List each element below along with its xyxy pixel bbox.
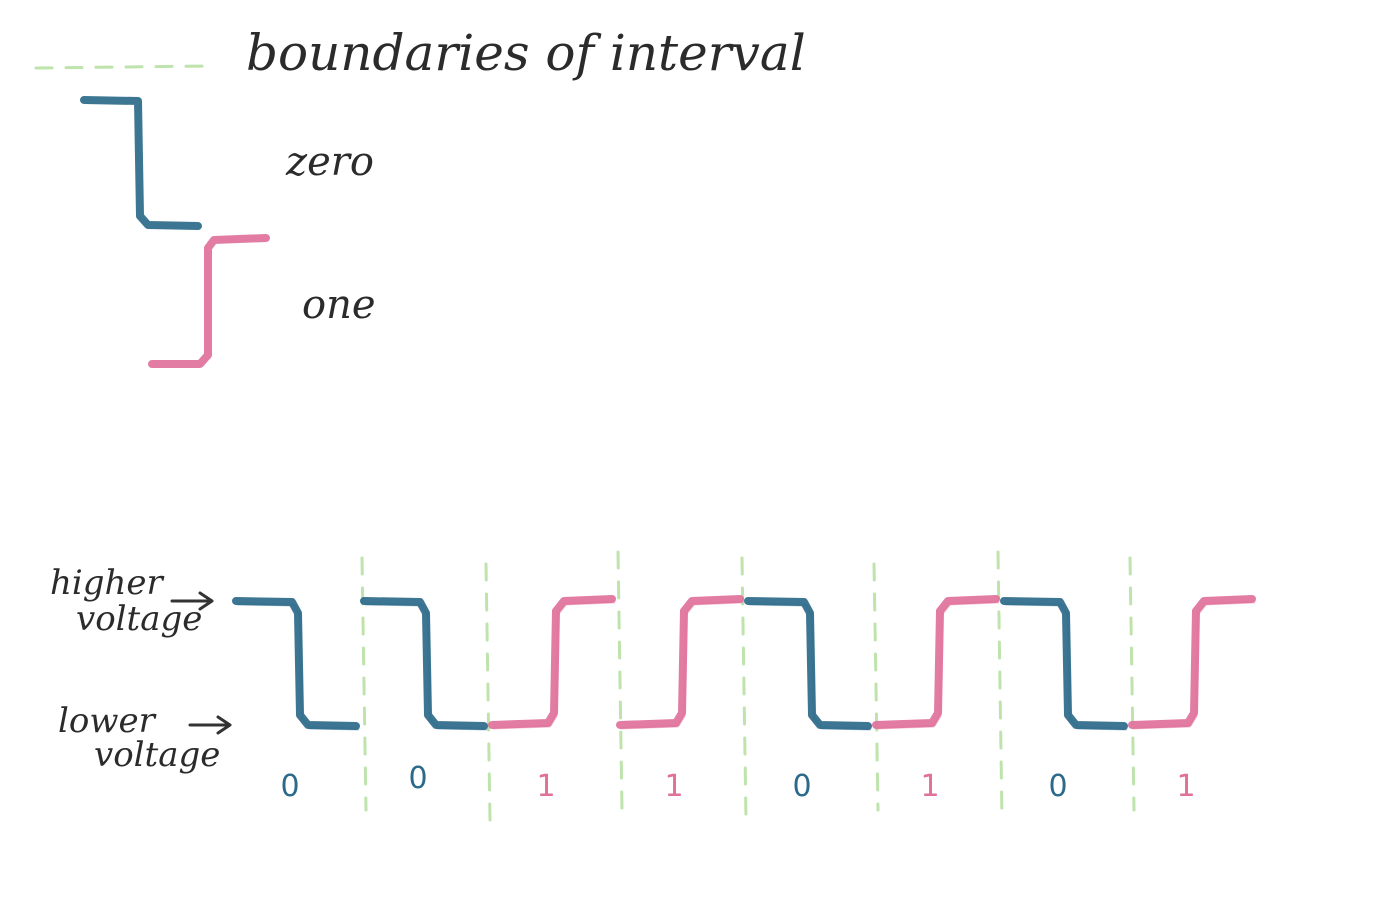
legend-one-label: one <box>302 282 376 328</box>
bit-label: 0 <box>408 761 427 796</box>
interval-boundary-line <box>872 562 880 812</box>
bit-label: 1 <box>1176 769 1195 804</box>
signal-segment-zero <box>232 597 360 730</box>
signal-segment-one <box>1128 595 1256 729</box>
interval-boundary-line <box>996 550 1004 822</box>
lower-voltage-label-line1: lower <box>58 701 157 741</box>
legend-boundary-dash-line <box>34 64 212 70</box>
legend-zero-label: zero <box>285 139 374 185</box>
lower-voltage-arrow <box>188 715 232 735</box>
bit-label: 0 <box>1048 769 1067 804</box>
lower-voltage-label: lower voltage <box>58 701 232 775</box>
bit-label: 1 <box>664 769 683 804</box>
legend-zero: zero <box>80 96 374 230</box>
legend-zero-transition <box>80 96 202 230</box>
lower-voltage-label-line2: voltage <box>94 735 220 775</box>
legend-boundary: boundaries of interval <box>34 24 806 82</box>
higher-voltage-arrow <box>170 591 214 611</box>
interval-boundary-line <box>1128 556 1136 812</box>
signal-segment-zero <box>1000 597 1128 730</box>
bit-label: 1 <box>920 769 939 804</box>
bit-labels: 0 0 1 1 0 1 0 1 <box>280 761 1195 804</box>
interval-boundary-line <box>484 562 492 822</box>
higher-voltage-label-line2: voltage <box>76 599 202 639</box>
bit-label: 0 <box>792 769 811 804</box>
legend-one-transition <box>148 234 270 368</box>
interval-boundary-line <box>616 550 624 812</box>
interval-boundaries <box>360 550 1136 822</box>
bit-label: 1 <box>536 769 555 804</box>
legend-boundary-label: boundaries of interval <box>246 24 806 82</box>
signal-segment-one <box>616 595 744 729</box>
signal-segment-zero <box>360 597 488 730</box>
signal-segment-one <box>872 595 1000 729</box>
higher-voltage-label-line1: higher <box>50 563 165 603</box>
signal-segment-one <box>488 595 616 729</box>
signal-waveform <box>232 595 1256 731</box>
signal-segment-zero <box>744 597 872 730</box>
higher-voltage-label: higher voltage <box>50 563 214 639</box>
legend-one: one <box>148 234 376 368</box>
bit-label: 0 <box>280 769 299 804</box>
interval-boundary-line <box>360 556 368 812</box>
